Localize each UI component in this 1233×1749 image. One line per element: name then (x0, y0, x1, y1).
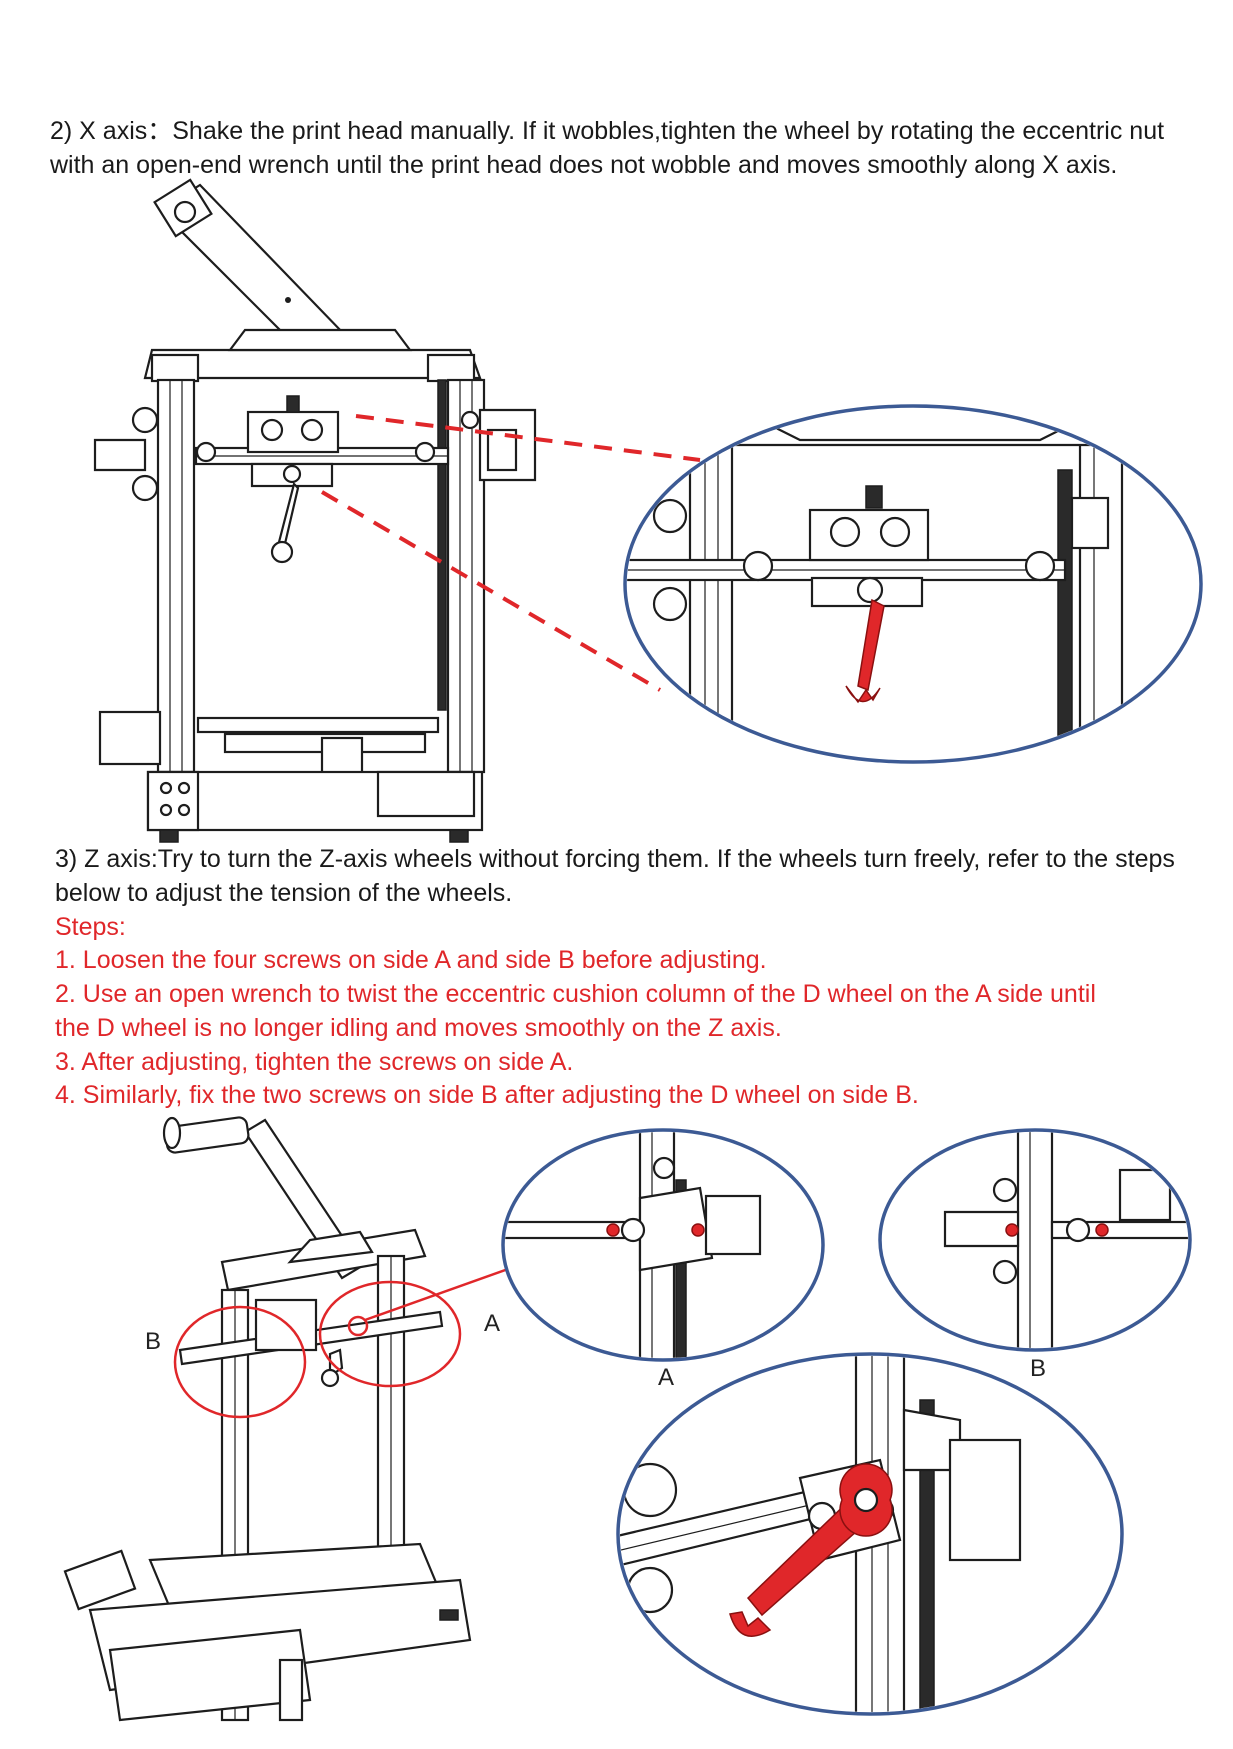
callout-side-b (878, 1128, 1192, 1352)
wrench-small (270, 481, 300, 564)
callout-wrench-zoom (616, 1352, 1124, 1716)
spool-holder-arm (153, 178, 347, 357)
callout-label-b: B (1030, 1355, 1047, 1382)
top-frame (143, 328, 482, 383)
print-head (246, 395, 340, 488)
step-2: 2. Use an open wrench to twist the eccen… (55, 980, 1096, 1042)
z-axis-intro: 3) Z axis:Try to turn the Z-axis wheels … (55, 845, 1175, 907)
step-3: 3. After adjusting, tighten the screws o… (55, 1048, 574, 1076)
left-upright (156, 378, 196, 774)
iso-label-side-b: B (145, 1328, 162, 1355)
callout-side-a (501, 1128, 825, 1362)
x-axis-zoom-callout (623, 404, 1203, 764)
right-upright (437, 378, 486, 774)
step-1: 1. Loosen the four screws on side A and … (55, 946, 767, 974)
steps-heading: Steps: (55, 913, 126, 941)
iso-label-side-a: A (484, 1310, 501, 1337)
wrench-red-x (845, 598, 885, 704)
left-z-carriage (93, 406, 162, 766)
bed-and-base (146, 716, 484, 843)
callout-label-a: A (658, 1364, 675, 1391)
x-axis-instruction: 2) X axis：Shake the print head manually.… (50, 117, 1165, 179)
step-4: 4. Similarly, fix the two screws on side… (55, 1081, 919, 1109)
